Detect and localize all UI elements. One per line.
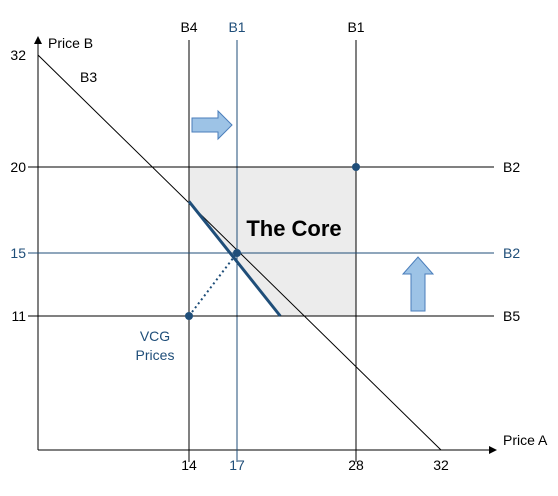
y-tick-label: 32 <box>10 47 26 63</box>
line-label-b5: B5 <box>503 308 520 324</box>
point-2 <box>185 312 193 320</box>
x-axis-arrow-icon <box>489 446 497 454</box>
line-label-b1: B1 <box>228 19 245 35</box>
x-tick-label: 28 <box>348 457 364 473</box>
vcg-connector <box>188 252 238 317</box>
x-tick-label: 14 <box>181 457 197 473</box>
vcg-label: VCG <box>140 328 170 344</box>
up-arrow-icon <box>401 256 435 312</box>
y-tick-label: 11 <box>11 308 26 324</box>
core-region <box>188 166 357 317</box>
y-axis-arrow-icon <box>34 36 42 44</box>
core-diagonal-edge <box>187 200 282 317</box>
y-axis-label: Price B <box>48 35 93 51</box>
point-1 <box>233 249 241 257</box>
y-tick-label: 15 <box>10 245 26 261</box>
line-label-b1: B1 <box>347 19 364 35</box>
x-tick-label: 17 <box>229 457 245 473</box>
right-arrow-icon <box>191 109 233 141</box>
line-label-b4: B4 <box>180 19 197 35</box>
x-axis-label: Price A <box>503 432 548 448</box>
line-label-b2: B2 <box>503 245 520 261</box>
point-0 <box>352 163 360 171</box>
vcg-label-line2: Prices <box>136 347 175 363</box>
y-tick-label: 20 <box>10 159 26 175</box>
x-tick-label: 32 <box>433 457 449 473</box>
line-label-b2: B2 <box>503 159 520 175</box>
core-label: The Core <box>246 216 341 241</box>
line-label-b3: B3 <box>80 69 97 85</box>
